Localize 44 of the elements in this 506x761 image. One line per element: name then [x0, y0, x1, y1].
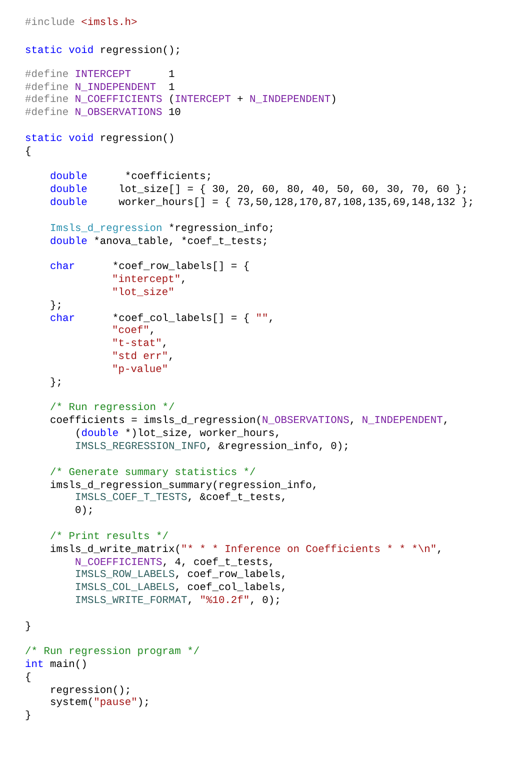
code-line: "p-value"	[112, 364, 168, 377]
code-line: "t-stat",	[112, 338, 168, 351]
code-line: };	[50, 300, 62, 313]
code-line: double lot_size[] = { 30, 20, 60, 80, 40, 50, 60, 30, 70, 60 };	[50, 184, 468, 197]
code-line: }	[25, 710, 32, 723]
code-comment: /* Run regression program */	[25, 646, 200, 659]
code-line: double worker_hours[] = { 73,50,128,170,87,108,135,69,148,132 };	[50, 197, 474, 210]
code-comment: /* Run regression */	[50, 402, 175, 415]
code-line: #include <imsls.h>	[25, 17, 138, 30]
code-line: static void regression()	[25, 133, 175, 146]
code-line: {	[25, 672, 32, 685]
code-line: };	[50, 377, 62, 390]
code-line: double *anova_table, *coef_t_tests;	[50, 236, 268, 249]
code-line: imsls_d_regression_summary(regression_info,	[50, 480, 318, 492]
code-line: #define N_OBSERVATIONS 10	[25, 107, 181, 120]
code-line: int main()	[25, 659, 88, 672]
code-line: (double *)lot_size, worker_hours,	[75, 428, 281, 441]
code-line: }	[25, 621, 32, 634]
code-line: #define INTERCEPT 1	[25, 69, 175, 82]
code-line: IMSLS_COL_LABELS, coef_col_labels,	[75, 582, 288, 595]
code-line: N_COEFFICIENTS, 4, coef_t_tests,	[75, 557, 275, 570]
code-line: "coef",	[112, 325, 156, 338]
code-line: "lot_size"	[112, 287, 174, 300]
code-line: char *coef_row_labels[] = {	[50, 261, 250, 274]
code-line: {	[25, 146, 32, 159]
code-line: regression();	[50, 685, 132, 698]
code-line: coefficients = imsls_d_regression(N_OBSERVATIONS, N_INDEPENDENT,	[50, 415, 450, 428]
code-line: 0);	[75, 505, 94, 518]
code-line: double *coefficients;	[50, 171, 212, 184]
code-line: IMSLS_ROW_LABELS, coef_row_labels,	[75, 569, 288, 582]
code-line: char *coef_col_labels[] = { "",	[50, 313, 275, 326]
code-line: Imsls_d_regression *regression_info;	[50, 223, 275, 236]
code-line: #define N_INDEPENDENT 1	[25, 82, 175, 94]
code-line: IMSLS_REGRESSION_INFO, &regression_info, 0);	[75, 441, 350, 454]
code-line: IMSLS_COEF_T_TESTS, &coef_t_tests,	[75, 492, 288, 505]
code-comment: /* Print results */	[50, 531, 168, 544]
code-line: static void regression();	[25, 45, 181, 58]
code-line: "std err",	[112, 351, 174, 364]
code-line: "intercept",	[112, 274, 187, 287]
code-line: imsls_d_write_matrix("* * * Inference on Coefficients * * *\n",	[50, 544, 443, 557]
code-line: #define N_COEFFICIENTS (INTERCEPT + N_INDEPENDENT)	[25, 94, 337, 107]
code-line: IMSLS_WRITE_FORMAT, "%10.2f", 0);	[75, 595, 281, 608]
code-line: system("pause");	[50, 697, 150, 710]
code-comment: /* Generate summary statistics */	[50, 467, 256, 480]
